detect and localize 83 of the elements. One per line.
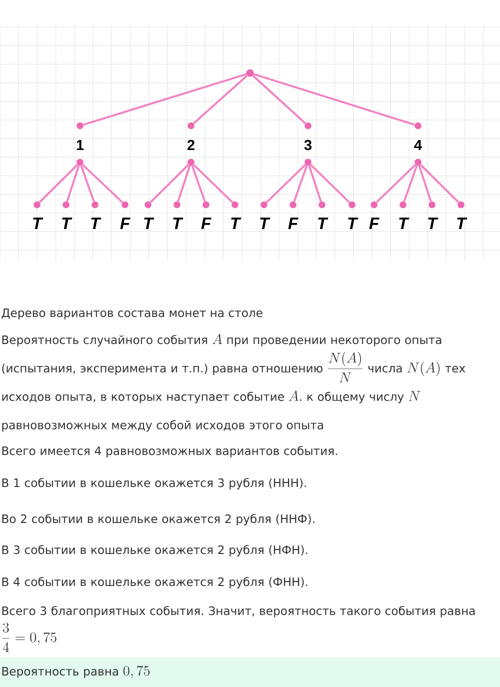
tree-edge <box>376 164 416 204</box>
tree-edge <box>420 164 460 203</box>
tree-edge <box>38 164 78 203</box>
tree-edge <box>293 165 308 202</box>
leaf-node: F <box>120 201 130 229</box>
tree-node: 4 <box>414 122 422 166</box>
paragraph-text: Во 2 событии в кошельке окажется 2 рубля (ННФ). <box>2 514 314 526</box>
paragraph-text: Всего 3 благоприятных события. Значит, вероятность такого события равна $\frac{3}{4}=0,75$ <box>2 606 475 652</box>
paragraph-text: Вероятность случайного события $A$ при проведении некоторого опыта (испытания, эксперимента и т.п.) равна отношению $\frac{N(A)}{N}$ числа $N(A)$ тех исходов опыта, в которых наступает событие $A$. к общему числу $N$ равновозможных между собой исходов этого опыта <box>2 334 466 432</box>
leaf-node: T <box>348 201 358 229</box>
tree-edge <box>308 165 322 202</box>
tree-edge <box>403 165 418 202</box>
node-label: T <box>457 218 468 229</box>
node-label: 3 <box>304 140 312 150</box>
node-label: T <box>144 218 154 229</box>
label: равновозможных между собой исходов этого опыта <box>2 420 323 432</box>
node-label: T <box>91 218 102 229</box>
root-dot <box>246 69 254 77</box>
tree-edge <box>66 165 80 202</box>
label: . к общему числу <box>300 392 404 404</box>
node-label: 2 <box>187 140 194 150</box>
node-label: F <box>201 218 212 229</box>
label: числа <box>368 366 402 373</box>
label: $\frac{N(A)}{N}$ <box>328 352 362 382</box>
tree-edge <box>82 164 124 204</box>
node-label: T <box>318 218 328 229</box>
answer-band: Вероятность равна $0,75$ <box>0 657 500 687</box>
leaf-node: T <box>173 201 184 229</box>
leaf-node: T <box>318 201 328 229</box>
tree-edge <box>192 164 234 204</box>
paragraph-text: В 4 событии в кошельке окажется 2 рубля (ФНН). <box>2 577 308 588</box>
label: при проведении некоторого опыта <box>227 338 442 346</box>
node-label: F <box>120 218 130 229</box>
node-label: T <box>399 218 410 229</box>
node-label: T <box>173 218 184 229</box>
tree-node: 3 <box>304 122 312 166</box>
node-label: T <box>428 218 438 229</box>
leaf-node: T <box>144 201 154 229</box>
node-label: F <box>288 218 298 229</box>
leaf-node: T <box>457 201 468 229</box>
leaf-node: T <box>231 201 242 229</box>
leaf-node: T <box>62 201 72 229</box>
tree-edge <box>191 165 206 202</box>
label: исходов опыта, в которых наступает событие <box>2 392 284 404</box>
label: тех <box>445 366 466 373</box>
tree-edge <box>252 74 306 124</box>
node-label: 4 <box>414 140 422 150</box>
leaf-node: T <box>428 201 438 229</box>
label: $A$ <box>288 390 298 401</box>
node-label: T <box>260 218 270 229</box>
node-label: T <box>62 218 72 229</box>
paragraph-text: В 3 событии в кошельке окажется 2 рубля (НФН). <box>2 545 308 556</box>
tree-node: 2 <box>187 122 194 166</box>
label: $N$ <box>408 390 420 401</box>
node-label: T <box>231 218 242 229</box>
label: (испытания, эксперимента и т.п.) равна отношению <box>2 364 322 375</box>
leaf-node: T <box>399 201 410 229</box>
tree-edge <box>266 164 306 204</box>
leaf-node: F <box>201 201 212 229</box>
tree-edge <box>193 74 248 124</box>
paragraph-text: В 1 событии в кошельке окажется 3 рубля (ННН). <box>2 478 306 490</box>
leaf-node: F <box>369 201 380 229</box>
caption-text: Дерево вариантов состава монет на столе <box>2 308 262 320</box>
paragraph-text: Всего имеется 4 равновозможных вариантов события. <box>2 446 338 458</box>
tree-edge <box>310 164 350 204</box>
leaf-node: F <box>288 201 298 229</box>
node-label: T <box>348 218 358 229</box>
leaf-node: T <box>91 201 102 229</box>
tree-edge <box>80 165 95 202</box>
leaf-node: T <box>33 201 44 229</box>
tree-edge <box>83 73 247 126</box>
label: $A$ <box>212 334 222 344</box>
label: $N(A)$ <box>407 362 440 376</box>
node-label: T <box>33 218 44 229</box>
tree-edge <box>150 164 190 203</box>
tree-edge <box>177 165 191 202</box>
node-label: F <box>369 218 380 229</box>
tree-node: 1 <box>76 122 84 166</box>
label: Вероятность случайного события <box>2 334 208 346</box>
tree-edge <box>418 165 432 202</box>
leaf-node: T <box>260 201 270 229</box>
tree-edge <box>253 73 415 126</box>
node-label: 1 <box>76 140 84 150</box>
